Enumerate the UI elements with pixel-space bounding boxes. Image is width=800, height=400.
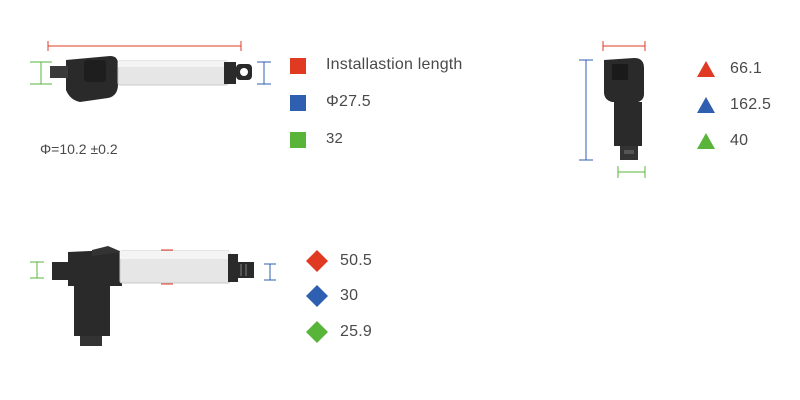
green-triangle-icon xyxy=(697,133,715,149)
actuator-offset-view xyxy=(30,246,276,346)
legend-width: 32 xyxy=(326,130,344,147)
end-width-dimension xyxy=(602,41,646,51)
green-diamond-icon xyxy=(306,321,328,343)
red-square-icon xyxy=(290,58,306,74)
end-base-dimension xyxy=(617,166,646,178)
blue-diamond-icon xyxy=(306,285,328,307)
blue-square-icon xyxy=(290,95,306,111)
red-triangle-icon xyxy=(697,61,715,77)
legend-end-height: 162.5 xyxy=(730,96,772,113)
legend-end-base: 40 xyxy=(730,132,749,149)
actuator-end-view xyxy=(579,41,646,178)
rod-diameter-dimension xyxy=(257,61,271,85)
legend-end-width: 66.1 xyxy=(730,60,762,77)
offset-right-dimension xyxy=(264,263,276,281)
legend-offset-red: 50.5 xyxy=(340,252,372,269)
motor-height-dimension xyxy=(30,61,52,85)
installation-length-dimension xyxy=(47,41,242,51)
tolerance-note: Φ=10.2 ±0.2 xyxy=(40,141,118,157)
legend-installation-length: Installastion length xyxy=(326,56,463,73)
end-height-dimension xyxy=(579,59,593,161)
blue-triangle-icon xyxy=(697,97,715,113)
legend-offset-green: 25.9 xyxy=(340,323,372,340)
red-diamond-icon xyxy=(306,250,328,272)
legend-offset-blue: 30 xyxy=(340,287,359,304)
green-square-icon xyxy=(290,132,306,148)
actuator-side-view xyxy=(30,41,271,102)
offset-left-dimension xyxy=(30,261,44,279)
legend-diameter: Φ27.5 xyxy=(326,93,371,110)
